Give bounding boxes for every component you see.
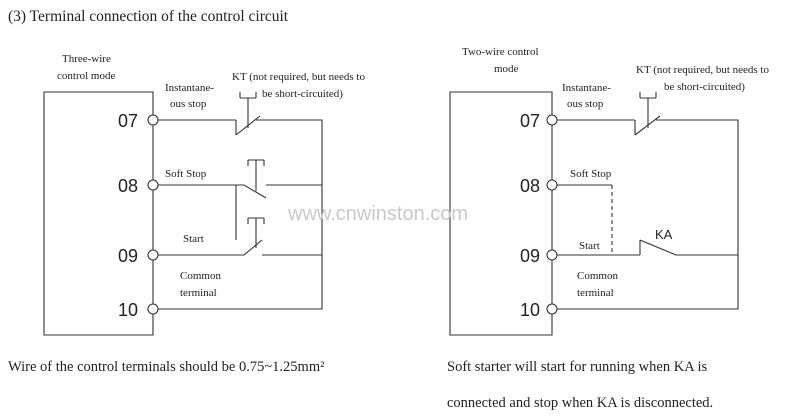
left-kt-line1: KT (not required, but needs to xyxy=(232,71,365,83)
left-instant-line1: Instantane- xyxy=(165,82,214,94)
left-terminal-08: 08 xyxy=(118,176,138,196)
right-terminal-08-circle xyxy=(546,179,558,191)
right-09-wire xyxy=(557,239,738,256)
right-instant-line2: ous stop xyxy=(567,98,604,110)
right-kt-line1: KT (not required, but needs to xyxy=(636,64,769,76)
left-08-wire xyxy=(158,184,322,199)
left-terminal-10-circle xyxy=(147,303,159,315)
left-terminal-08-circle xyxy=(147,179,159,191)
left-instant-line2: ous stop xyxy=(170,98,207,110)
left-mode-line1: Three-wire xyxy=(62,53,111,65)
section-heading: (3) Terminal connection of the control c… xyxy=(8,8,289,25)
left-terminal-09: 09 xyxy=(118,246,138,266)
watermark: www.cnwinston.com xyxy=(287,203,468,225)
right-terminal-07-circle xyxy=(546,114,558,126)
left-start-label: Start xyxy=(183,233,204,245)
right-kt-line2: be short-circuited) xyxy=(664,81,745,93)
left-terminal-07-circle xyxy=(147,114,159,126)
right-mode-line1: Two-wire control xyxy=(462,46,539,58)
left-kt-line2: be short-circuited) xyxy=(262,88,343,100)
right-caption-line2: connected and stop when KA is disconnect… xyxy=(447,395,713,411)
three-wire-panel: Three-wire control mode 07 08 09 10 Inst… xyxy=(43,53,365,336)
left-common-line1: Common xyxy=(180,270,221,282)
left-soft-stop-label: Soft Stop xyxy=(165,168,207,180)
right-common-line1: Common xyxy=(577,270,618,282)
right-kt-actuator xyxy=(639,92,657,128)
right-terminal-09: 09 xyxy=(520,246,540,266)
left-kt-actuator xyxy=(239,92,257,128)
right-ka-label: KA xyxy=(655,227,673,242)
right-terminal-10-circle xyxy=(546,303,558,315)
left-terminal-10: 10 xyxy=(118,300,138,320)
left-common-line2: terminal xyxy=(180,287,217,299)
left-start-button xyxy=(247,217,265,248)
right-common-line2: terminal xyxy=(577,287,614,299)
right-terminal-08: 08 xyxy=(520,176,540,196)
right-start-label: Start xyxy=(579,240,600,252)
right-terminal-07: 07 xyxy=(520,111,540,131)
right-soft-stop-label: Soft Stop xyxy=(570,168,612,180)
left-07-wire xyxy=(158,115,323,310)
two-wire-panel: Two-wire control mode 07 08 09 10 Instan… xyxy=(449,46,769,336)
right-terminal-09-circle xyxy=(546,249,558,261)
left-mode-line2: control mode xyxy=(57,70,115,82)
right-caption-line1: Soft starter will start for running when… xyxy=(447,359,708,375)
left-terminal-09-circle xyxy=(147,249,159,261)
right-instant-line1: Instantane- xyxy=(562,82,611,94)
right-mode-line2: mode xyxy=(494,63,519,75)
left-terminal-07: 07 xyxy=(118,111,138,131)
left-softstop-button xyxy=(247,159,265,191)
left-caption: Wire of the control terminals should be … xyxy=(8,359,325,375)
right-07-wire xyxy=(557,115,739,310)
right-terminal-10: 10 xyxy=(520,300,540,320)
